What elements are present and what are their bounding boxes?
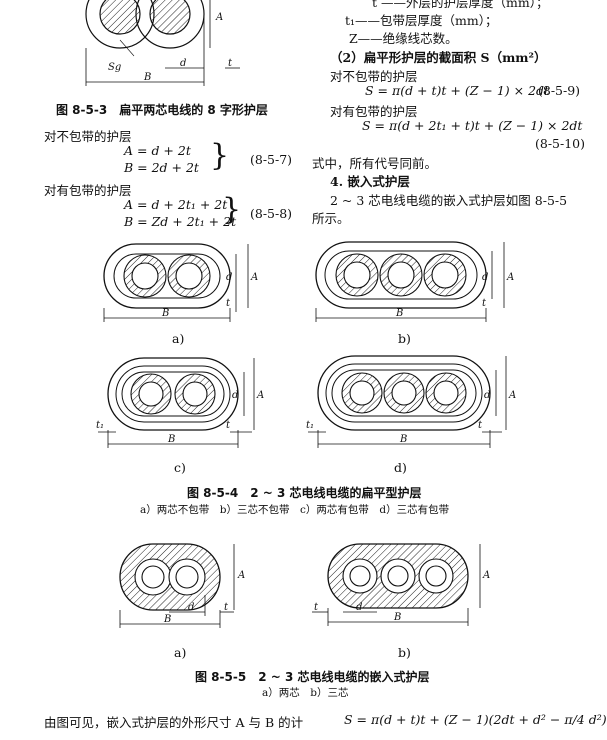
bottom-paragraph: 由图可见，嵌入式护层的外形尺寸 A 与 B 的计 <box>44 715 304 730</box>
fig853-label-t: t <box>228 58 233 69</box>
para-line-2: 所示。 <box>312 211 350 226</box>
fig854b-label-B: B <box>395 308 403 319</box>
tape-heading-right: 对有包带的护层 <box>330 104 418 119</box>
fig854d-label-A: A <box>508 390 516 401</box>
fig854-sub-a: a) <box>172 331 185 346</box>
figure-8-5-4-c: t₁ t B d A <box>96 357 264 448</box>
eq-8-5-7-b: B = 2d + 2t <box>124 160 199 175</box>
fig854c-label-d: d <box>232 390 238 401</box>
brace-8-5-8: } <box>222 192 242 227</box>
eq-8-5-10: S = π(d + 2t₁ + t)t + (Z − 1) × 2dt <box>362 118 583 133</box>
fig854b-label-d: d <box>482 272 488 283</box>
figure-8-5-4-a: B d A t <box>103 243 258 322</box>
fig853-label-sg: Sg <box>108 62 121 73</box>
eq-8-5-9: S = π(d + t)t + (Z − 1) × 2dt <box>365 83 550 98</box>
eq-8-5-7-number: (8-5-7) <box>250 152 293 167</box>
section-2-title: （2）扁平形护层的截面积 S（mm²） <box>330 50 547 65</box>
fig855-sub-a: a) <box>174 645 187 660</box>
eq-8-5-8-b: B = Zd + 2t₁ + 2t <box>124 214 237 229</box>
eq-8-5-9-number: (8-5-9) <box>538 83 581 98</box>
fig854c-label-t1: t₁ <box>96 420 104 431</box>
fig854c-label-B: B <box>167 434 175 445</box>
eq-8-5-8-number: (8-5-8) <box>250 206 293 221</box>
fig853-label-B: B <box>143 72 151 83</box>
fig854a-label-t: t <box>226 298 231 309</box>
fig854d-label-t1: t₁ <box>306 420 314 431</box>
figure-8-5-3: Sg B A d t <box>85 0 240 86</box>
fig854c-label-A: A <box>256 390 264 401</box>
fig855a-label-d: d <box>188 602 194 613</box>
brace-8-5-7: } <box>210 138 230 173</box>
tape-heading-left: 对有包带的护层 <box>44 183 132 198</box>
fig853-label-A: A <box>215 12 223 23</box>
fig854b-label-t: t <box>482 298 487 309</box>
eq-8-5-10-number: (8-5-10) <box>535 136 586 151</box>
fig854-caption: 图 8-5-4 2 ~ 3 芯电线电缆的扁平型护层 <box>187 486 422 500</box>
fig854-subcaption: a）两芯不包带 b）三芯不包带 c）两芯有包带 d）三芯有包带 <box>140 504 450 516</box>
def-t-line: t ——外层的护层厚度（mm）； <box>372 0 549 10</box>
fig854d-label-d: d <box>484 390 490 401</box>
fig855b-label-B: B <box>393 612 401 623</box>
fig853-caption: 图 8-5-3 扁平两芯电线的 8 字形护层 <box>56 103 268 117</box>
para-line-1: 2 ~ 3 芯电线电缆的嵌入式护层如图 8-5-5 <box>330 193 568 208</box>
section-4-title: 4. 嵌入式护层 <box>330 174 410 189</box>
fig853-label-d: d <box>180 58 186 69</box>
fig854a-label-A: A <box>250 272 258 283</box>
fig854-sub-c: c) <box>174 460 186 475</box>
fig855-subcaption: a）两芯 b）三芯 <box>262 687 349 699</box>
fig855b-label-d: d <box>356 602 362 613</box>
fig854b-label-A: A <box>506 272 514 283</box>
fig854a-label-B: B <box>161 308 169 319</box>
fig854-sub-d: d) <box>394 460 407 475</box>
fig855a-label-A: A <box>237 570 245 581</box>
fig854d-label-B: B <box>399 434 407 445</box>
eq-bottom: S = π(d + t)t + (Z − 1)(2dt + d² − π/4 d… <box>344 712 607 727</box>
figure-8-5-5-a: B d t A <box>119 543 245 628</box>
def-z-line: Z——绝缘线芯数。 <box>349 31 458 46</box>
fig855b-label-A: A <box>482 570 490 581</box>
fig855a-label-B: B <box>163 614 171 625</box>
eq-8-5-8-a: A = d + 2t₁ + 2t <box>124 197 228 212</box>
def-t1-line: t₁——包带层厚度（mm）； <box>345 13 498 28</box>
figure-8-5-4-b: B d A t <box>315 241 514 322</box>
fig854d-label-t: t <box>478 420 483 431</box>
fig855-caption: 图 8-5-5 2 ~ 3 芯电线电缆的嵌入式护层 <box>195 670 430 684</box>
fig855a-label-t: t <box>224 602 229 613</box>
no-tape-heading-right: 对不包带的护层 <box>330 69 418 84</box>
no-tape-heading-left: 对不包带的护层 <box>44 129 132 144</box>
fig854-sub-b: b) <box>398 331 411 346</box>
figure-8-5-4-d: t₁ t B d A <box>306 355 516 448</box>
figure-8-5-5-b: t d B A <box>312 543 490 626</box>
eq-8-5-7-a: A = d + 2t <box>124 143 191 158</box>
fig855b-label-t: t <box>314 602 319 613</box>
note-line: 式中，所有代号同前。 <box>312 156 438 171</box>
fig854a-label-d: d <box>226 272 232 283</box>
fig854c-label-t: t <box>226 420 231 431</box>
fig855-sub-b: b) <box>398 645 411 660</box>
